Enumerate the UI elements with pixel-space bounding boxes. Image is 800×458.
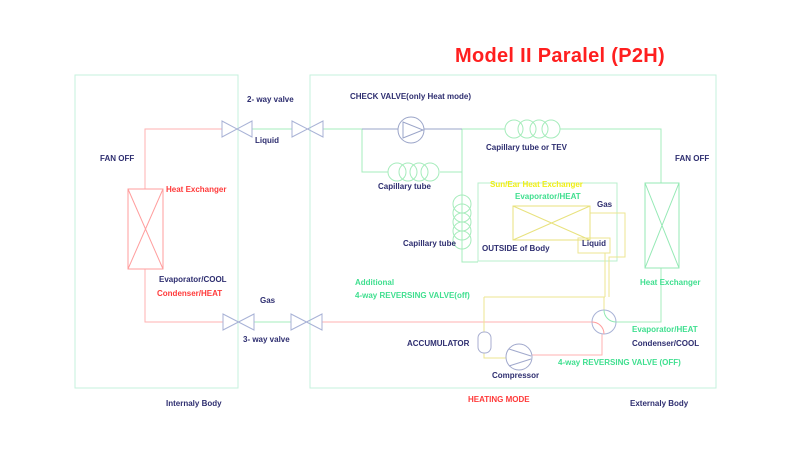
solar-gas-port-label: Gas [597, 200, 613, 209]
two-way-valve-label: 2- way valve [247, 95, 294, 104]
liquid-line-top-label: Liquid [255, 136, 279, 145]
accumulator-label: ACCUMULATOR [407, 339, 470, 348]
compressor-symbol [505, 343, 533, 371]
internal-body-box [74, 74, 239, 389]
reversing-valve-label: 4-way REVERSING VALVE (OFF) [558, 358, 681, 367]
reversing-valve-symbol [591, 309, 617, 335]
yellow-pipe-lines [483, 212, 626, 359]
capillary-tube-vertical-coil [452, 194, 472, 250]
outside-of-body-box [477, 182, 618, 262]
external-fan-status: FAN OFF [675, 154, 710, 163]
external-body-box [309, 74, 717, 389]
external-hx-label: Heat Exchanger [640, 278, 701, 287]
accumulator-symbol [477, 331, 492, 354]
external-heat-role: Evaporator/HEAT [632, 325, 698, 334]
heating-mode-banner: HEATING MODE [468, 395, 530, 404]
additional-valve-label-1: Additional [355, 278, 395, 287]
solar-liquid-port-label: Liquid [582, 239, 606, 248]
internal-hx-label: Heat Exchanger [166, 185, 227, 194]
green-pipe-lines [252, 128, 662, 323]
internal-body-caption: Internaly Body [166, 399, 222, 408]
liquid-port-box [577, 237, 611, 254]
outside-of-body-label: OUTSIDE of Body [482, 244, 550, 253]
external-body-caption: Externaly Body [630, 399, 689, 408]
capillary-tev-label: Capillary tube or TEV [486, 143, 567, 152]
gas-line-bottom-label: Gas [260, 296, 276, 305]
internal-heat-exchanger-symbol [127, 188, 164, 270]
three-way-valve-label: 3- way valve [243, 335, 290, 344]
capillary-main-label: Capillary tube [378, 182, 431, 191]
additional-valve-label-2: 4-way REVERSING VALVE(off) [355, 291, 470, 300]
solar-hx-name: Sun/Ear Heat Exchanger [490, 180, 583, 189]
capillary-tube-coil [387, 162, 440, 182]
solar-hx-role: Evaporator/HEAT [515, 192, 581, 201]
check-valve-label: CHECK VALVE(only Heat mode) [350, 92, 472, 101]
solar-heat-exchanger-symbol [512, 205, 591, 241]
diagram-title: Model II Paralel (P2H) [455, 45, 665, 67]
external-heat-exchanger-symbol [644, 182, 680, 269]
two-way-valve-symbols [221, 120, 324, 138]
external-cool-role: Condenser/COOL [632, 339, 700, 348]
check-valve-symbol [397, 116, 425, 144]
capillary-tube-or-tev-coil [504, 119, 561, 139]
capillary-vertical-label: Capillary tube [403, 239, 456, 248]
red-pipe-lines [144, 128, 603, 356]
compressor-label: Compressor [492, 371, 540, 380]
three-way-valve-symbols [222, 313, 323, 331]
internal-fan-status: FAN OFF [100, 154, 135, 163]
internal-heat-role: Condenser/HEAT [157, 289, 223, 298]
internal-cool-role: Evaporator/COOL [159, 275, 227, 284]
